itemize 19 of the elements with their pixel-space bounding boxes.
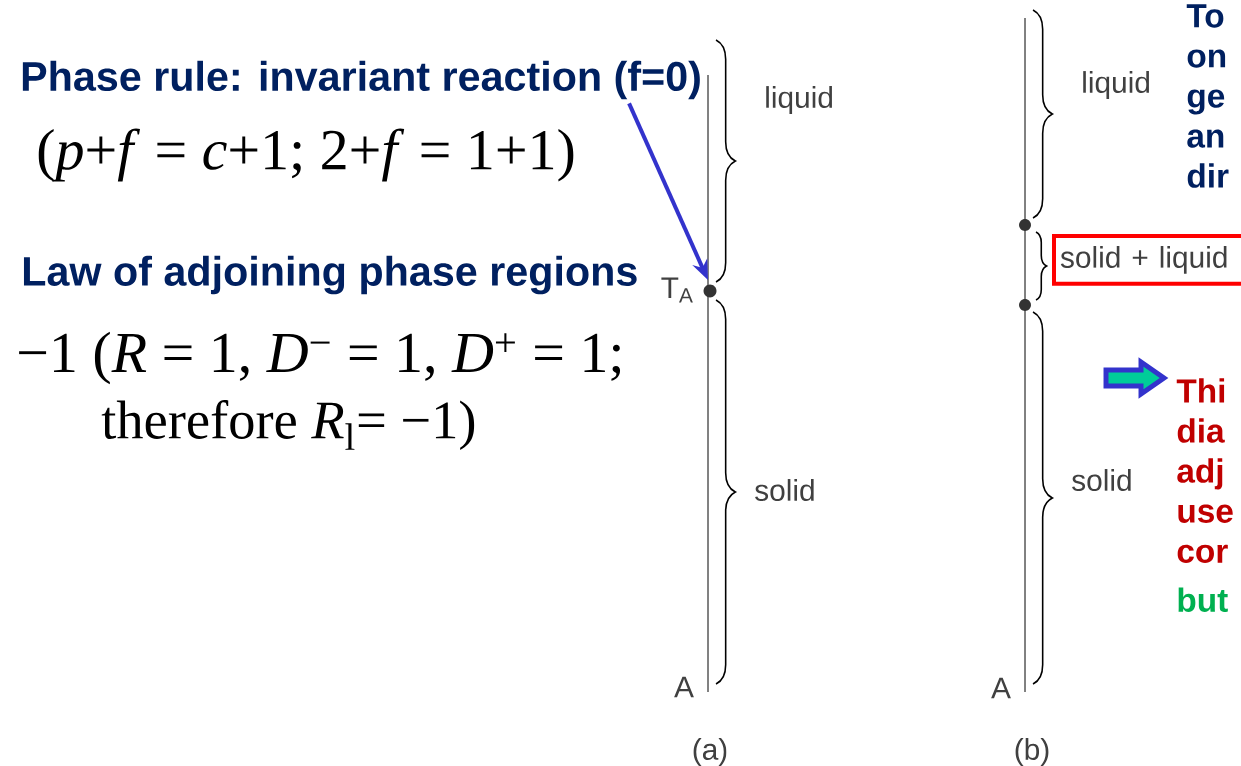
panel-label: (a) [693, 738, 727, 766]
heading-text: Phase rule: invariant reaction (f=0) [22, 60, 700, 100]
block-arrow [1103, 357, 1169, 399]
heading-text: Law of adjoining phase regions [23, 255, 637, 295]
panel-label: (b) [1015, 738, 1049, 766]
axis-label: A [674, 676, 694, 698]
note-text: To on ge an dir [1186, 4, 1229, 188]
formula-text: therefore R$_{l}$= −1) [101, 400, 475, 450]
point-label: T$_{A}$ [661, 277, 693, 303]
formula-text: −1 (R = 1, D$^{−}$ = 1, D$^{+}$ = 1; [19, 331, 621, 385]
region-label: liquid [766, 86, 832, 114]
region-label: solid [1072, 469, 1131, 491]
region-label-box: solid + liquid [1052, 234, 1241, 286]
region-label: liquid [1083, 71, 1149, 99]
note-text: Thi dia adj use cor but [1176, 378, 1233, 612]
region-label: solid [755, 479, 814, 501]
axis-label: A [991, 677, 1011, 699]
point-marker [703, 284, 717, 298]
formula-text: (p+f = c+1; 2+f = 1+1) [38, 128, 574, 182]
